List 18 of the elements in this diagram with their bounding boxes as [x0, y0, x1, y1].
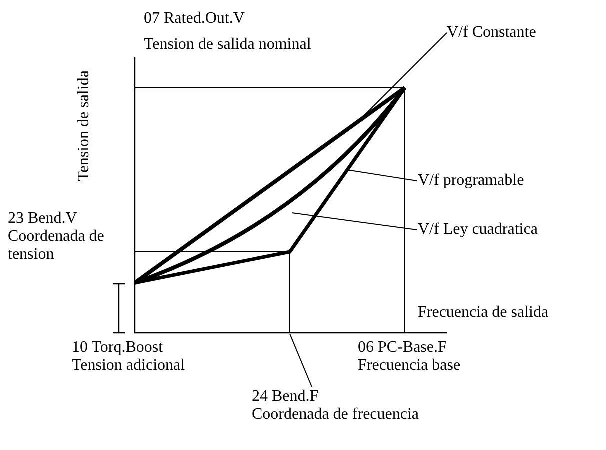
curve-label: V/f Constante	[447, 24, 536, 42]
parameter-label: 23 Bend.V	[8, 210, 78, 228]
axis-title: Frecuencia de salida	[418, 304, 549, 322]
curve-label: V/f Ley cuadratica	[418, 221, 538, 239]
parameter-label: Tension adicional	[72, 357, 186, 375]
parameter-label: Frecuencia base	[358, 357, 461, 375]
parameter-label: Tension de salida nominal	[144, 36, 312, 54]
axis-title: Tension de salida	[75, 70, 94, 182]
parameter-label: 07 Rated.Out.V	[144, 10, 245, 28]
parameter-caption: Coordenada de tension	[8, 228, 106, 264]
leader-line	[292, 212, 418, 230]
curve-label: 24 Bend.F	[252, 388, 320, 406]
curve-label: V/f programable	[418, 172, 524, 190]
parameter-label: 06 PC-Base.F	[358, 339, 447, 357]
leader-line	[290, 334, 312, 388]
leader-line	[346, 170, 418, 182]
curve-label: Coordenada de frecuencia	[252, 406, 420, 424]
parameter-label: 10 Torq.Boost	[72, 339, 164, 357]
